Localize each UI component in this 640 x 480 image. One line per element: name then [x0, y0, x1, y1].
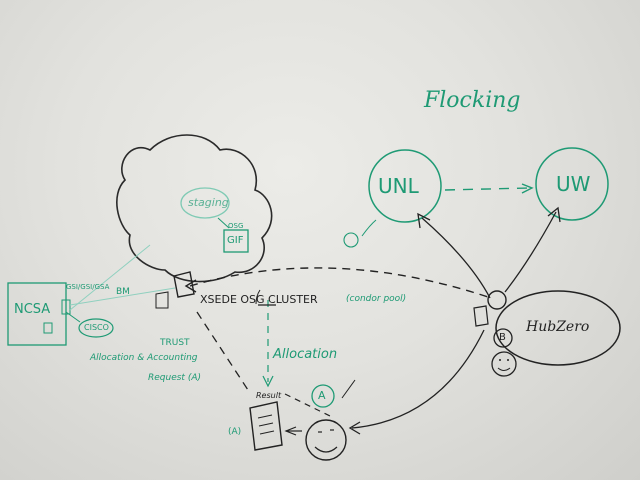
cloud-outline	[116, 134, 273, 283]
cisco-label: CISCO	[84, 323, 109, 332]
xsede-osg-cluster-label: XSEDE OSG CLUSTER	[200, 293, 318, 306]
alloc-accounting-label: Allocation & Accounting	[90, 353, 198, 363]
trust-label: TRUST	[160, 338, 190, 348]
cisco-node	[78, 318, 114, 338]
result-label: Result	[256, 391, 282, 400]
request-label: Request (A)	[148, 373, 202, 383]
user-a-marker	[311, 384, 335, 408]
uw-label: UW	[556, 172, 591, 196]
unl-node	[368, 149, 442, 223]
ncsa-label: NCSA	[14, 302, 51, 317]
cluster-head-icon	[173, 271, 195, 298]
staging-node	[180, 187, 230, 219]
uw-node	[535, 147, 609, 221]
user-b-smiley	[491, 351, 517, 377]
hubzero-label: HubZero	[526, 319, 590, 335]
request-document	[249, 401, 283, 451]
staging-label: staging	[188, 196, 229, 209]
hub-connector-node	[487, 290, 507, 310]
gif-node	[223, 229, 249, 253]
flocking-label: Flocking	[424, 88, 521, 113]
user-a-smiley	[305, 419, 347, 461]
allocation-label: Allocation	[273, 347, 338, 362]
a-paren-label: (A)	[228, 427, 242, 437]
gsi-label: GSI/GSI/GSA	[66, 283, 110, 291]
condor-pool-label: (condor pool)	[346, 294, 407, 304]
b-circle-label: B	[499, 332, 506, 343]
unl-label: UNL	[378, 174, 419, 198]
a-circle-label: A	[318, 389, 326, 402]
osg-small-label: OSG	[228, 222, 244, 230]
bm-label: BM	[116, 287, 130, 297]
gif-label: GIF	[227, 235, 244, 246]
hubzero-node	[495, 290, 621, 366]
